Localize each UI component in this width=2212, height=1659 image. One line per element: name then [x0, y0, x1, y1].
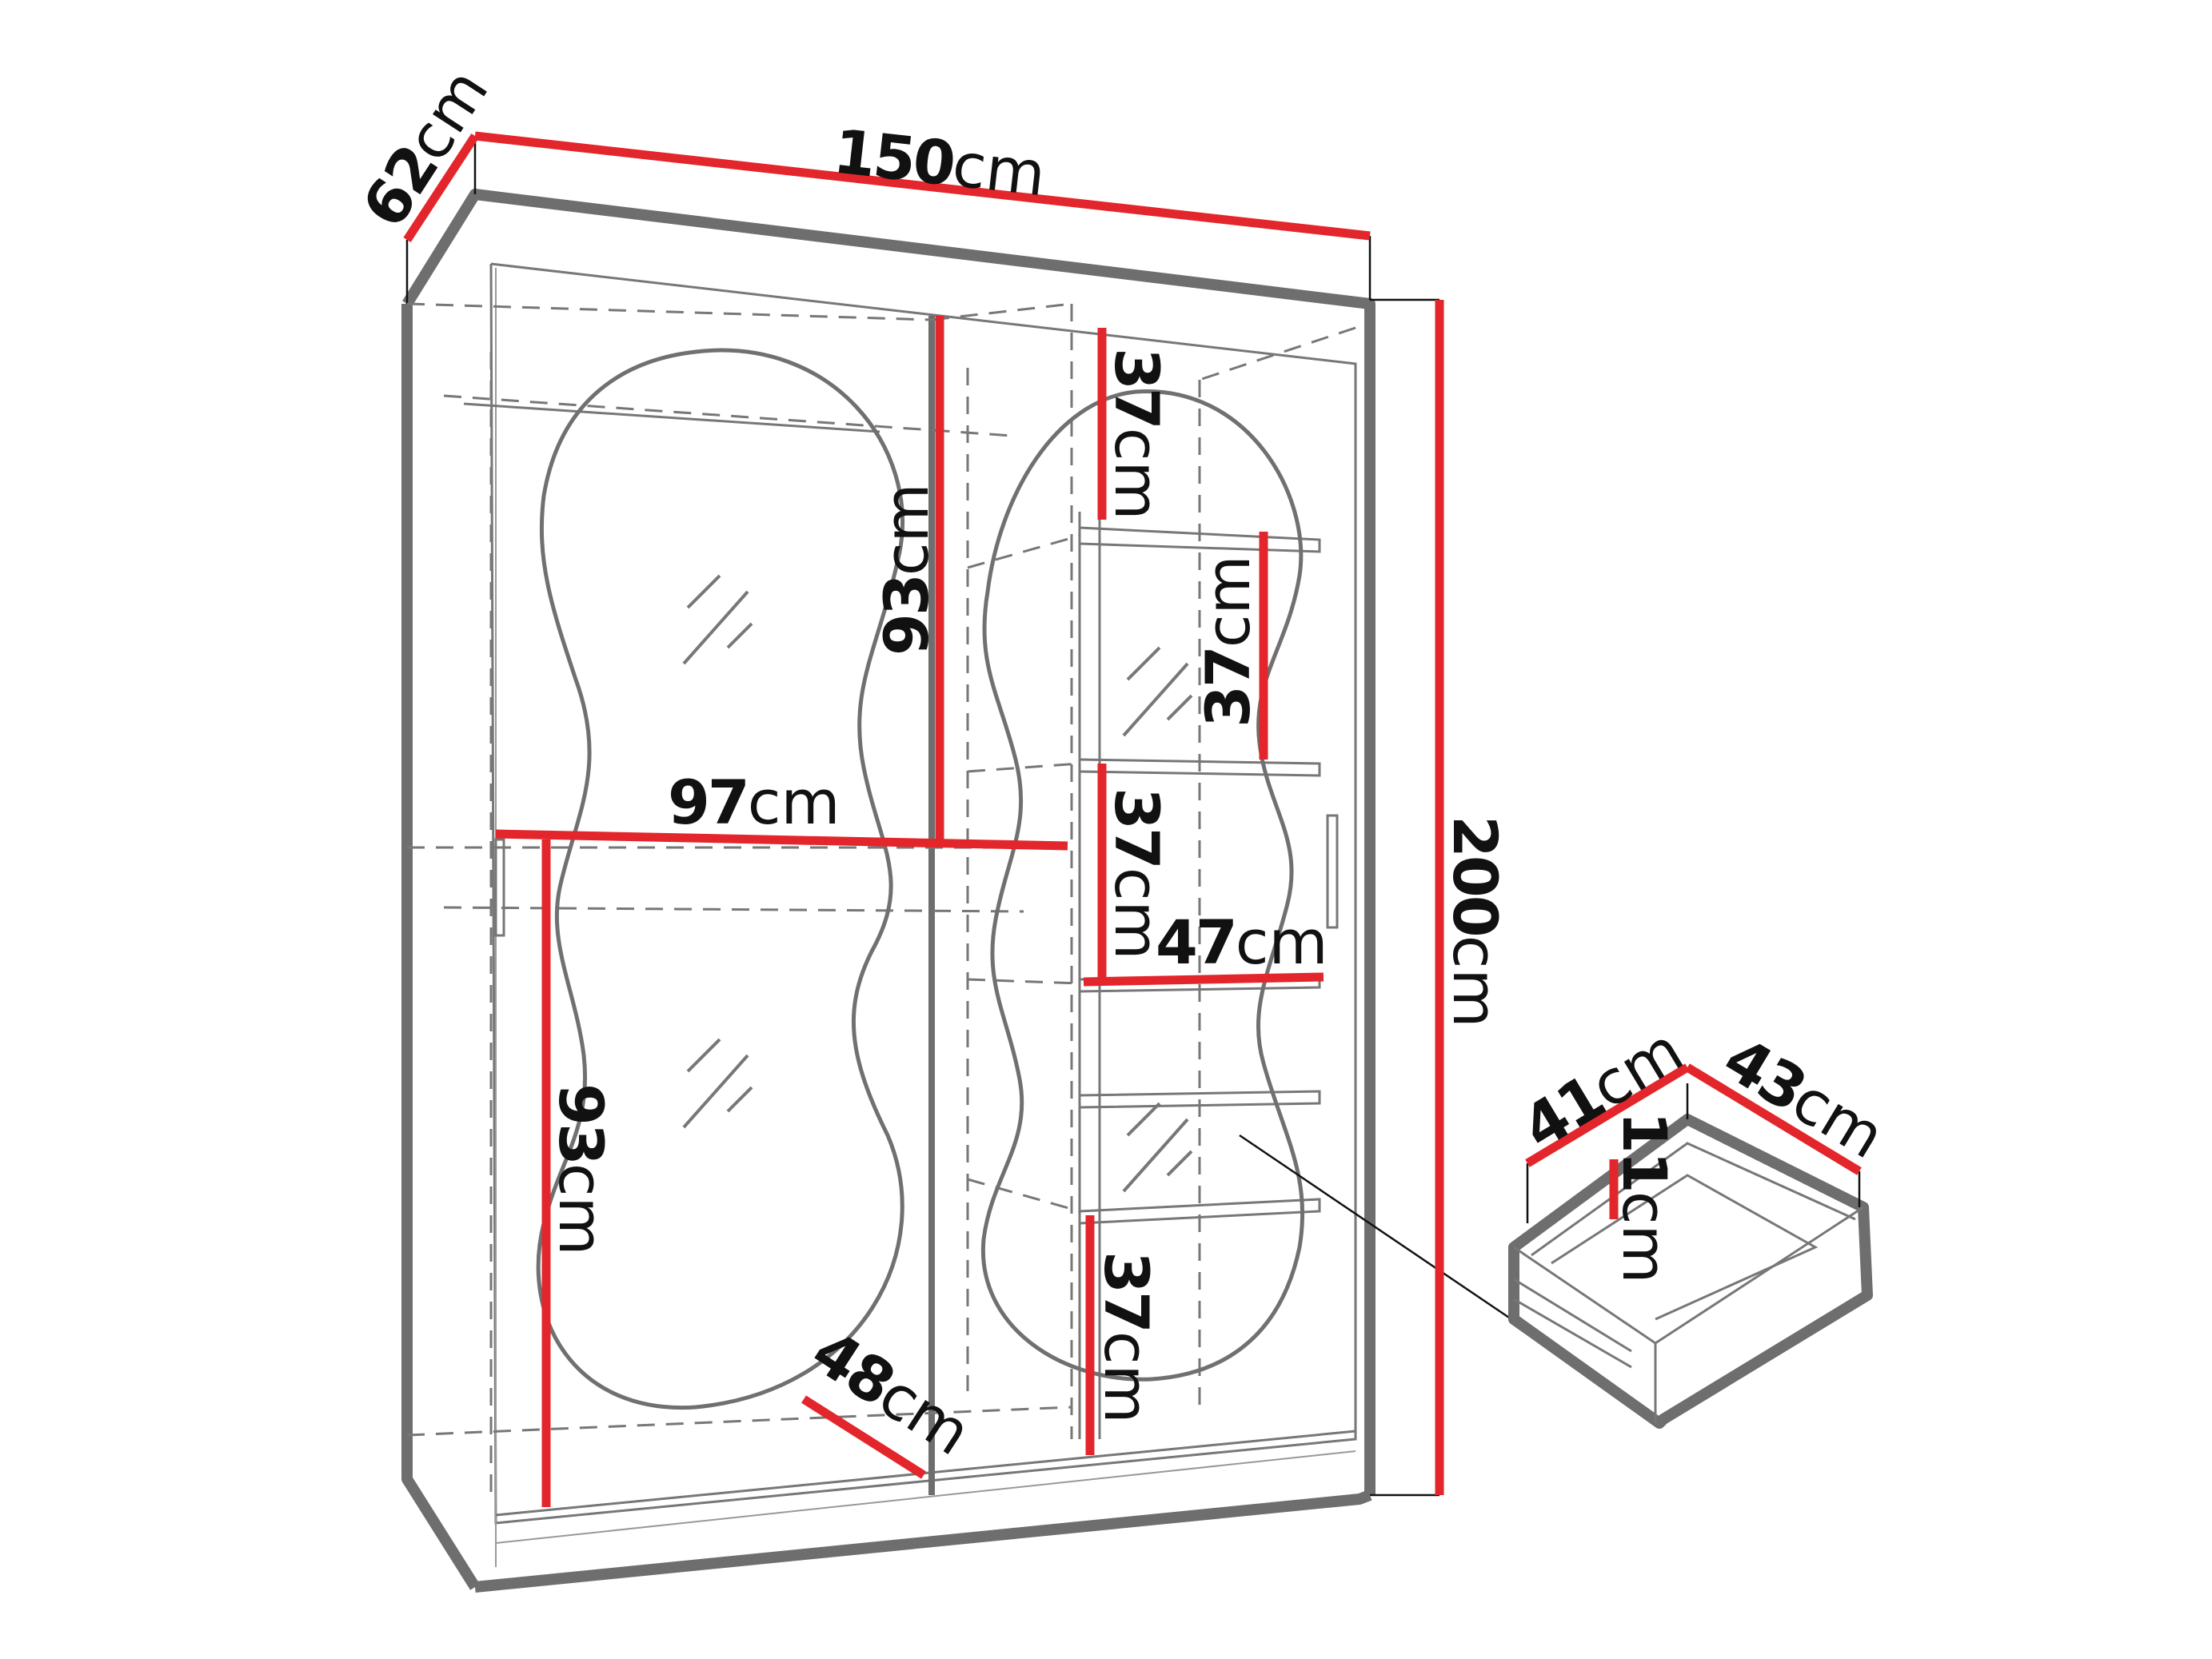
mirror-glint: [682, 1054, 749, 1129]
plinth-line: [495, 1450, 1356, 1544]
label-rail-width: 97cm: [668, 767, 840, 838]
label-shelf-gap-3: 37cm: [1101, 788, 1172, 960]
mirror-glint: [686, 1038, 721, 1073]
right-shelves: [967, 512, 1321, 1439]
label-height: 200cm: [1439, 816, 1511, 1027]
mirror-glint: [1166, 1150, 1193, 1177]
label-bottom-depth: 48cm: [800, 1315, 983, 1469]
label-width: 150cm: [830, 115, 1049, 209]
hidden-line: [406, 302, 932, 321]
hidden-line: [406, 1406, 1072, 1437]
mirror-glint: [1122, 662, 1189, 737]
drawer-41-line: [1525, 1063, 1690, 1167]
wardrobe-body: [401, 136, 1439, 1593]
left-wavy-mirror: [536, 348, 905, 1410]
hidden-line: [443, 906, 1024, 913]
depth-62-line: [403, 133, 479, 243]
depth-48-line: [801, 1395, 926, 1479]
mirror-glint: [682, 590, 749, 665]
mirror-glint: [726, 1086, 753, 1113]
label-shelf-gap-4: 37cm: [1091, 1251, 1162, 1424]
mirror-glint: [726, 622, 753, 649]
right-door-handle: [1326, 814, 1339, 929]
wardrobe-left-outline: [401, 304, 480, 1590]
right-wavy-mirror: [980, 389, 1305, 1382]
front-frame: [489, 262, 1357, 1525]
mirror-glint: [1126, 646, 1161, 681]
label-depth: 62cm: [348, 57, 501, 240]
hidden-line: [443, 394, 1012, 437]
wardrobe-bottom-outline: [474, 1490, 1372, 1593]
bottom-rail: [495, 1430, 1356, 1517]
drawer-43-line: [1685, 1063, 1862, 1175]
label-upper-height: 93cm: [871, 483, 942, 656]
label-shelf-gap-1: 37cm: [1101, 348, 1172, 520]
drawer-leader-line: [1239, 1134, 1512, 1321]
drawer: [1508, 1083, 1873, 1429]
hanging-rail: [463, 402, 880, 433]
mirror-glint: [686, 574, 721, 609]
rail-97-line: [495, 829, 1068, 851]
wardrobe-top-outline: [402, 189, 1376, 1495]
mirror-glint: [1166, 694, 1193, 721]
width-150-line: [474, 131, 1371, 241]
label-shelf-gap-2: 37cm: [1192, 555, 1264, 728]
shelf-47-line: [1083, 972, 1324, 987]
dimension-lines: [403, 131, 1862, 1507]
label-shelf-width: 47cm: [1156, 907, 1328, 978]
mirror-glint: [1122, 1118, 1189, 1193]
hidden-line: [931, 302, 1072, 321]
left-door-handle: [494, 838, 505, 937]
label-lower-height: 93cm: [545, 1083, 617, 1256]
mirror-glint: [1126, 1102, 1161, 1137]
label-drawer-height: 11cm: [1609, 1111, 1680, 1284]
